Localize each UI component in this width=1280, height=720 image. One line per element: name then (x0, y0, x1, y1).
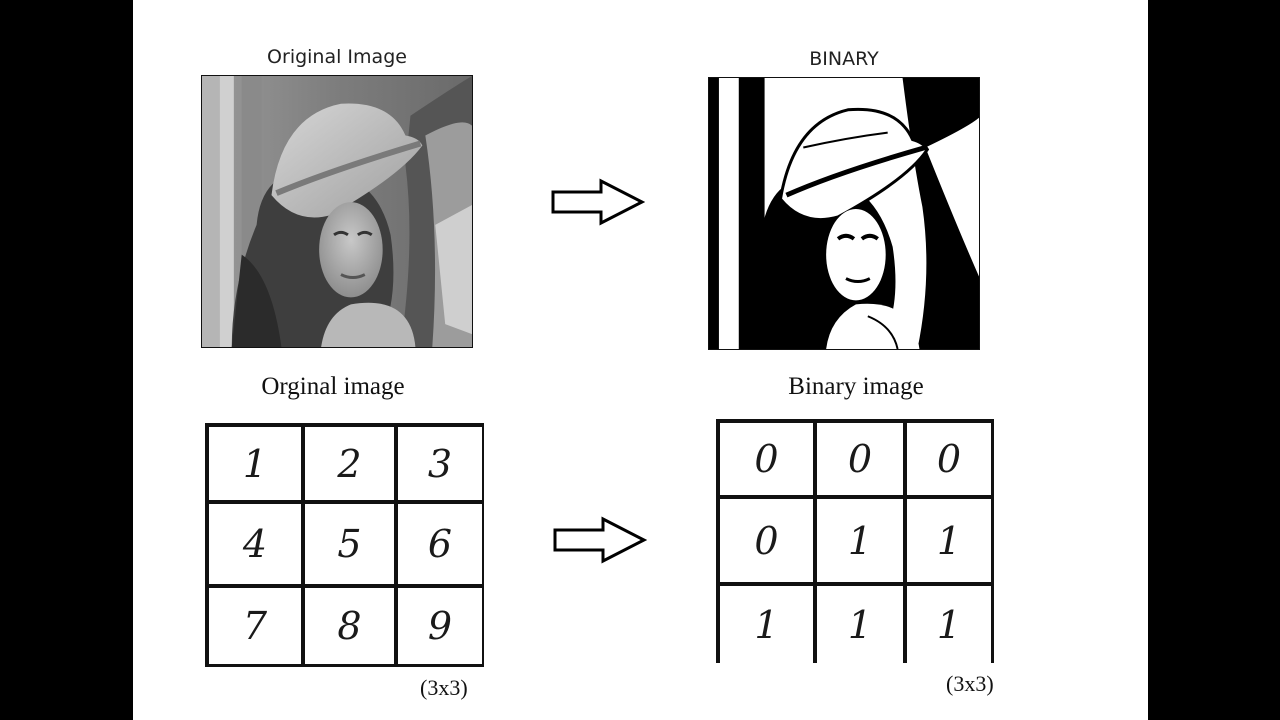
matrix-cell: 1 (817, 586, 903, 663)
original-matrix-title: Orginal image (261, 373, 405, 400)
matrix-cell: 7 (209, 588, 301, 664)
matrix-cell: 8 (305, 588, 394, 664)
matrix-cell: 1 (817, 499, 903, 582)
right-arrow-icon (553, 516, 647, 564)
matrix-cell: 2 (305, 427, 394, 500)
matrix-cell: 1 (720, 586, 813, 663)
binary-photo (708, 77, 980, 350)
matrix-cell: 1 (907, 586, 991, 663)
matrix-cell: 1 (907, 499, 991, 582)
grayscale-photo (201, 75, 473, 348)
matrix-cell: 9 (398, 588, 482, 664)
matrix-cell: 0 (720, 423, 813, 495)
binary-image-title: BINARY (809, 48, 879, 70)
matrix-cell: 0 (907, 423, 991, 495)
original-matrix-grid: 1 2 3 4 5 6 7 8 9 (205, 423, 484, 667)
binary-matrix-size-label: (3x3) (946, 671, 994, 696)
matrix-cell: 3 (398, 427, 482, 500)
matrix-cell: 6 (398, 504, 482, 584)
matrix-cell: 4 (209, 504, 301, 584)
matrix-cell: 0 (720, 499, 813, 582)
matrix-cell: 1 (209, 427, 301, 500)
binary-matrix-title: Binary image (788, 373, 924, 400)
binary-matrix-grid: 0 0 0 0 1 1 1 1 1 (716, 419, 994, 663)
matrix-cell: 5 (305, 504, 394, 584)
original-image-title: Original Image (267, 46, 407, 68)
right-arrow-icon (551, 178, 645, 226)
matrix-cell: 0 (817, 423, 903, 495)
slide-canvas: Original Image (133, 0, 1148, 720)
original-matrix-size-label: (3x3) (420, 675, 468, 700)
